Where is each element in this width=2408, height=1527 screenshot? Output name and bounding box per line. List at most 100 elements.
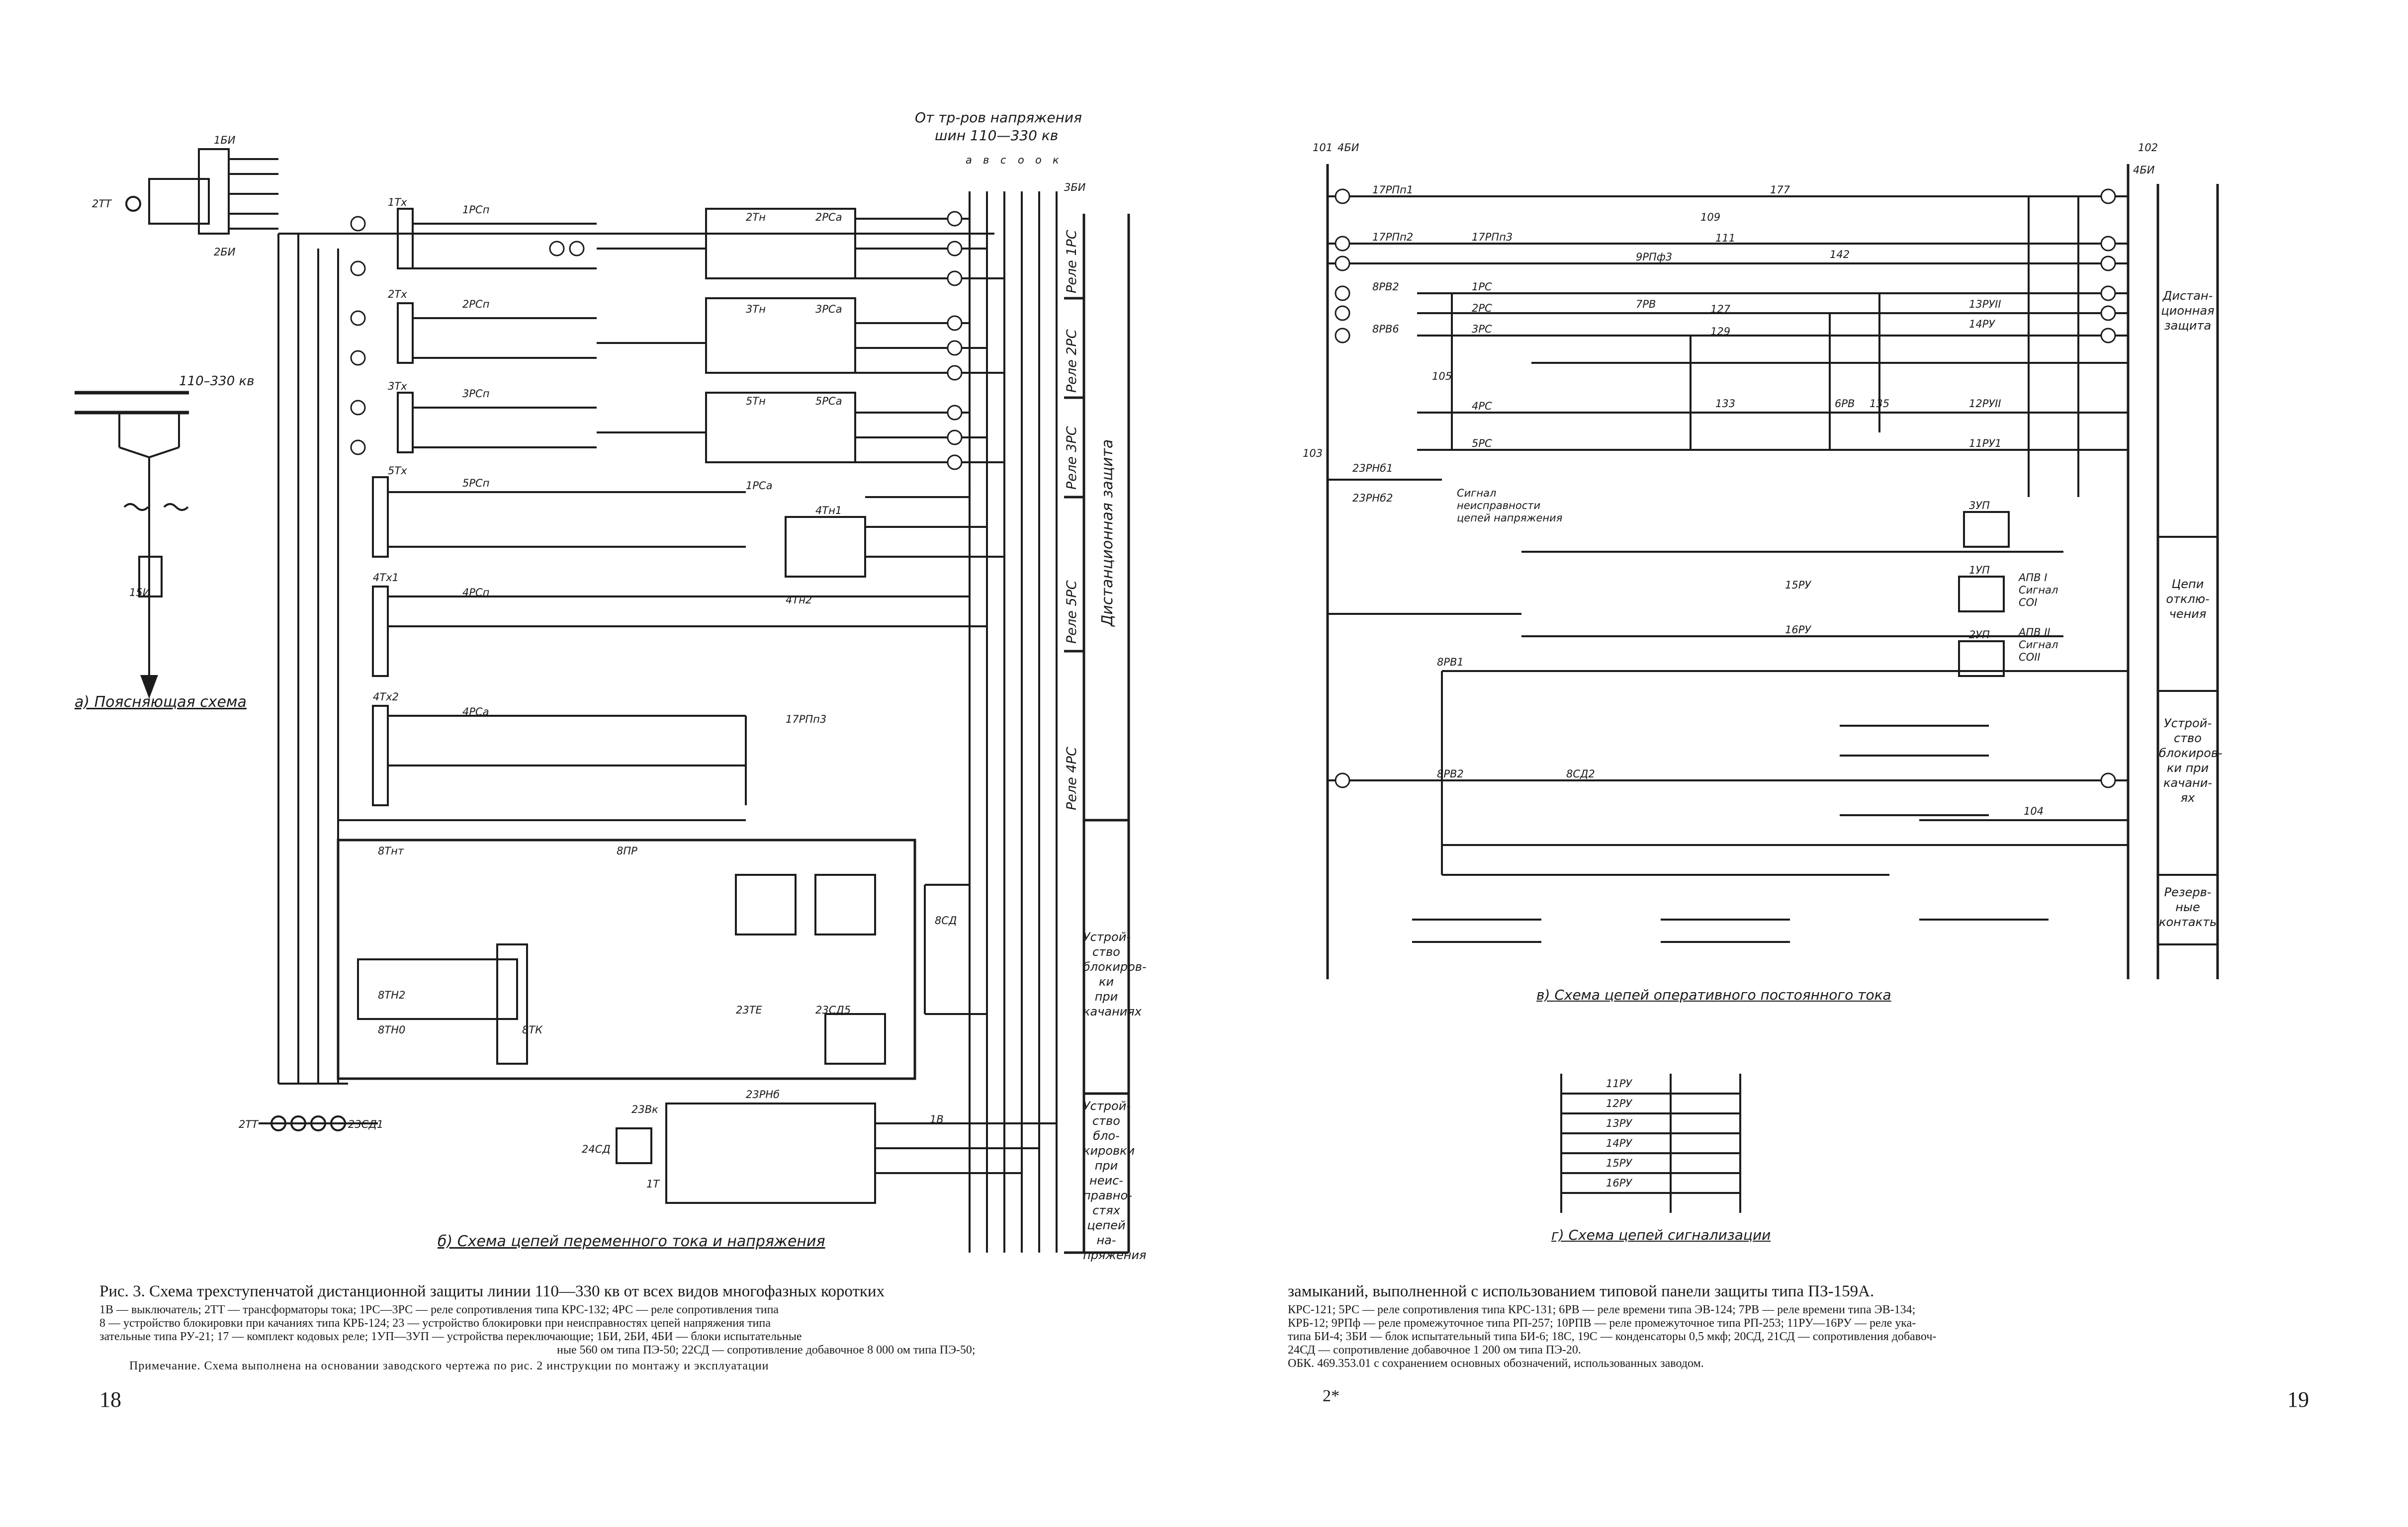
caption-right-line-3: типа БИ-4; 3БИ — блок испытательный типа… [1288,1330,1937,1343]
signal-label-2: неисправности [1457,500,1541,511]
caption-right-line-1: КРС-121; 5РС — реле сопротивления типа К… [1288,1303,1916,1316]
explanatory-scheme [75,391,189,699]
distance-protection-label: Дистанционная защита [1099,439,1116,626]
contact-7rv: 7РВ [1636,298,1656,310]
signature-mark: 2* [1323,1387,1339,1405]
contact-5rs: 5РС [1472,437,1492,449]
transformer-3tn: 5Тн [746,395,766,407]
subtitle-signal-circuits: г) Схема цепей сигнализации [1551,1227,1771,1243]
subtitle-explanatory: а) Поясняющая схема [75,693,247,711]
subtitle-ac-circuits: б) Схема цепей переменного тока и напряж… [438,1233,825,1250]
transformer-2tx: 2Тх [388,288,407,300]
phase-label-b: в [983,154,989,166]
fault-blocking-box-label: Устрой- ство бло- кировки при неис- прав… [1083,1099,1147,1262]
relay-13ru2: 13РУII [1969,298,2001,310]
transformer-5tx: 5Тх [388,465,407,477]
wire-101: 101 [1313,142,1333,154]
relay-3rsa: 5РСа [815,395,842,407]
contact-8rv-a: 8РВ1 [1437,656,1464,668]
phase-label-o2: о [1035,154,1042,166]
vt-source-label-1: От тр-ров напряжения [915,109,1082,126]
apv1-label: АПВ I [2019,572,2048,584]
caption-line-2: 8 — устройство блокировки при качаниях т… [99,1317,771,1330]
relay-5rsa: 4Тн1 [815,505,842,516]
swing-blocking-box: Устрой- ство блокиров- ки при качани- ях [2159,716,2223,805]
reserve-contacts-box: Резерв- ные контакты [2159,885,2219,929]
transformer-5tn: 1РСа [746,480,773,492]
test-block-right-4bi: 4БИ [2133,164,2155,176]
vt-source-label-2: шин 110—330 кв [935,127,1059,144]
test-block-left-4bi: 4БИ [1338,142,1359,154]
relay-2rsp: 2РСп [462,298,490,310]
terminals [350,188,2116,788]
signal-row-11ru: 11РУ [1606,1078,1632,1090]
contact-9rpf3: 9РПф3 [1636,251,1673,263]
wire-133: 135 [1870,398,1890,410]
relay-4rsa: 4РСа [462,706,489,718]
test-block-2bi: 2БИ [214,246,236,258]
contact-8rv6: 8РВ6 [1372,323,1399,335]
relay-14ru: 14РУ [1969,318,1995,330]
relay-2rs-label: Реле 2РС [1064,329,1079,393]
wire-123: 127 [1710,303,1731,315]
transformer-3tx: 3Тх [388,380,407,392]
page-number-right: 19 [2287,1387,2309,1412]
transformer-2tn: 3Тн [746,303,766,315]
subtitle-dc-circuits: в) Схема цепей оперативного постоянного … [1536,987,1891,1003]
transformer-8tn2: 23ТЕ [736,1004,762,1016]
transformer-4tx1: 4Тх1 [373,572,399,584]
resistor-23sd5: 23Вк [631,1103,658,1115]
caption-intro-right: замыканий, выполненной с использованием … [1288,1282,1874,1300]
contact-17rpp3: 17РПп3 [1472,231,1513,243]
contact-17rpp1: 17РПп1 [1372,184,1414,196]
contact-8rv1: 8РВ2 [1437,768,1464,780]
transformer-4tn2: 17РПп3 [786,713,827,725]
distance-protection-box: Дистан- ционная защита [2161,289,2215,333]
transformer-8tfp: 8ТН2 [378,989,406,1001]
relay-1rsp: 1РСп [462,204,490,216]
signal-row-15ru: 15РУ [1606,1157,1632,1169]
wire-105: 105 [1432,370,1452,382]
resistor-24sd: 1В [930,1113,944,1125]
voltage-class-label: 110–330 кв [179,374,255,389]
caption-line-3: зательные типа РУ-21; 17 — комплект кодо… [99,1330,802,1343]
voltage-fault-block [616,1103,1057,1204]
relay-6rv: 6РВ [1835,398,1855,410]
signal-row-16ru: 16РУ [1606,1177,1632,1189]
signal-so1-label: Сигнал [2019,584,2058,596]
caption-right-line-2: КРБ-12; 9РПф — реле промежуточное типа Р… [1288,1317,1916,1330]
left-page-drawing [75,148,1130,1254]
phase-label-c: с [1000,154,1006,166]
relay-16ru: 16РУ [1785,624,1811,636]
signal-row-14ru: 14РУ [1606,1137,1632,1149]
relay-23rnb: 24СД [582,1143,611,1155]
apv2-label: АПВ II [2019,626,2051,638]
lower-test-block [259,1083,378,1131]
signal-label-3: цепей напряжения [1457,512,1563,524]
switch-2up: 2УП [1969,629,1990,641]
relay-12ru2: 12РУII [1969,398,2001,410]
wire-109: 109 [1700,211,1721,223]
swing-blocking-device [337,839,987,1080]
swing-blocking-box-label: Устрой- ство блокиров- ки при качаниях [1083,930,1147,1018]
phase-label-k: к [1053,154,1059,166]
figure-caption-title: Рис. 3. Схема трехступенчатой дистанцион… [99,1282,885,1300]
contact-17rpp2: 17РПп2 [1372,231,1414,243]
contact-8rv2: 8РВ2 [1372,281,1399,293]
wire-111: 111 [1715,232,1736,244]
voltage-bus-bundle [969,191,1058,1253]
caption-right-line-4: 24СД — сопротивление добавочное 1 200 ом… [1288,1344,1581,1357]
relay-5rs-label: Реле 5РС [1064,580,1079,644]
transformer-4tx2: 4Тх2 [373,691,399,703]
switch-1up: 1УП [1969,564,1990,576]
contact-3rs: 3РС [1472,323,1492,335]
bus-terminal-label: 3БИ [1064,181,1086,193]
relay-3rs-label: Реле 3РС [1064,426,1079,490]
current-transformer-block [125,148,994,1084]
contact-1rs: 1РС [1472,281,1492,293]
signal-row-13ru: 13РУ [1606,1117,1632,1129]
relay-4rs-label: Реле 4РС [1064,747,1079,810]
test-block-1bi: 1БИ [214,134,236,146]
relay-11ru1: 11РУ1 [1969,437,2002,449]
